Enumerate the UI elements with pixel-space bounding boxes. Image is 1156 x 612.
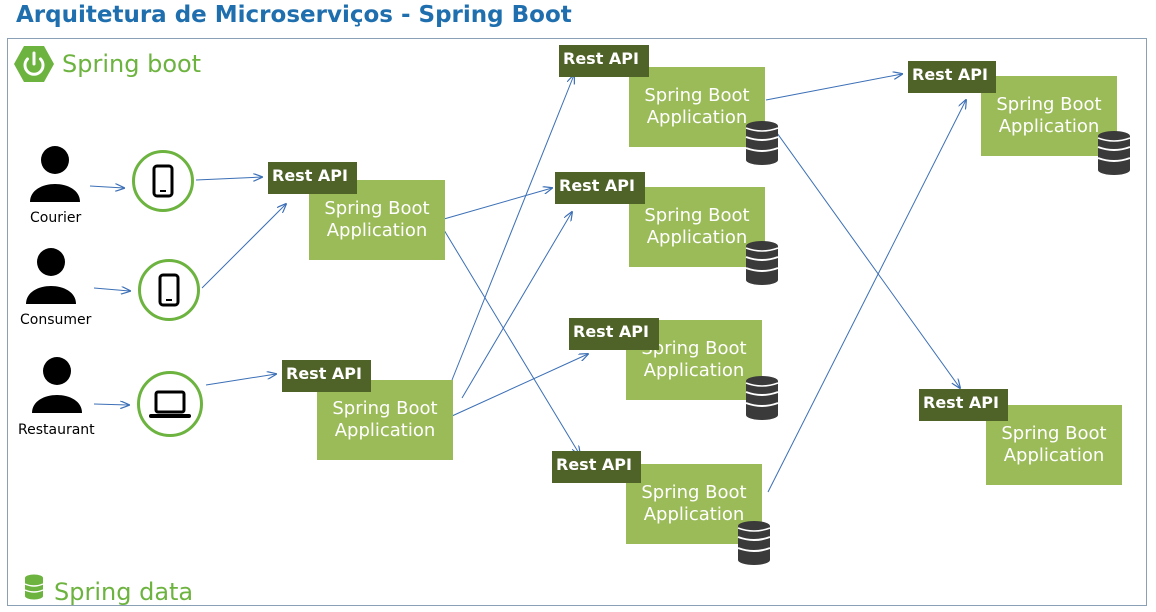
app-7-database-icon [1097,130,1131,180]
courier-label: Courier [30,210,82,226]
spring-data-label: Spring data [54,578,194,606]
app-8-line2: Application [1003,445,1105,466]
app-7-line1: Spring Boot [996,94,1102,115]
app-5-line1: Spring Boot [641,338,747,359]
app-3-rest-api-tag: Rest API [559,45,649,77]
consumer-person-icon [24,246,78,306]
app-3-line2: Application [646,107,748,128]
app-3-database-icon [745,120,779,170]
spring-data-database-icon [24,574,44,600]
app-6-line1: Spring Boot [641,482,747,503]
app-2-line2: Application [334,420,436,441]
app-7-rest-api-tag: Rest API [908,61,996,93]
app-5-rest-api-tag: Rest API [569,318,659,350]
app-5-database-icon [745,375,779,425]
app-4-line1: Spring Boot [644,205,750,226]
app-4-database-icon [745,240,779,290]
consumer-smartphone-icon [138,259,200,321]
app-4-rest-api-tag: Rest API [555,172,645,204]
app-8-rest-api-tag: Rest API [919,389,1008,421]
app-1-rest-api-tag: Rest API [268,162,357,194]
app-2-line1: Spring Boot [332,398,438,419]
page-title: Arquitetura de Microserviços - Spring Bo… [16,2,572,28]
app-8-line1: Spring Boot [1001,423,1107,444]
app-6-database-icon [737,520,771,570]
app-3-line1: Spring Boot [644,85,750,106]
app-5-line2: Application [643,360,745,381]
app-2-rest-api-tag: Rest API [282,360,371,392]
restaurant-laptop-icon [137,371,203,437]
courier-person-icon [28,144,82,204]
app-7-line2: Application [998,116,1100,137]
app-1-line1: Spring Boot [324,198,430,219]
app-1-line2: Application [326,220,428,241]
restaurant-label: Restaurant [18,422,95,438]
spring-boot-label: Spring boot [62,50,202,78]
app-4-line2: Application [646,227,748,248]
courier-smartphone-icon [132,150,194,212]
consumer-label: Consumer [20,312,92,328]
spring-boot-logo-icon [14,45,54,83]
app-6-rest-api-tag: Rest API [552,451,641,483]
restaurant-person-icon [30,355,84,415]
diagram-frame [7,38,1147,606]
app-6-line2: Application [643,504,745,525]
